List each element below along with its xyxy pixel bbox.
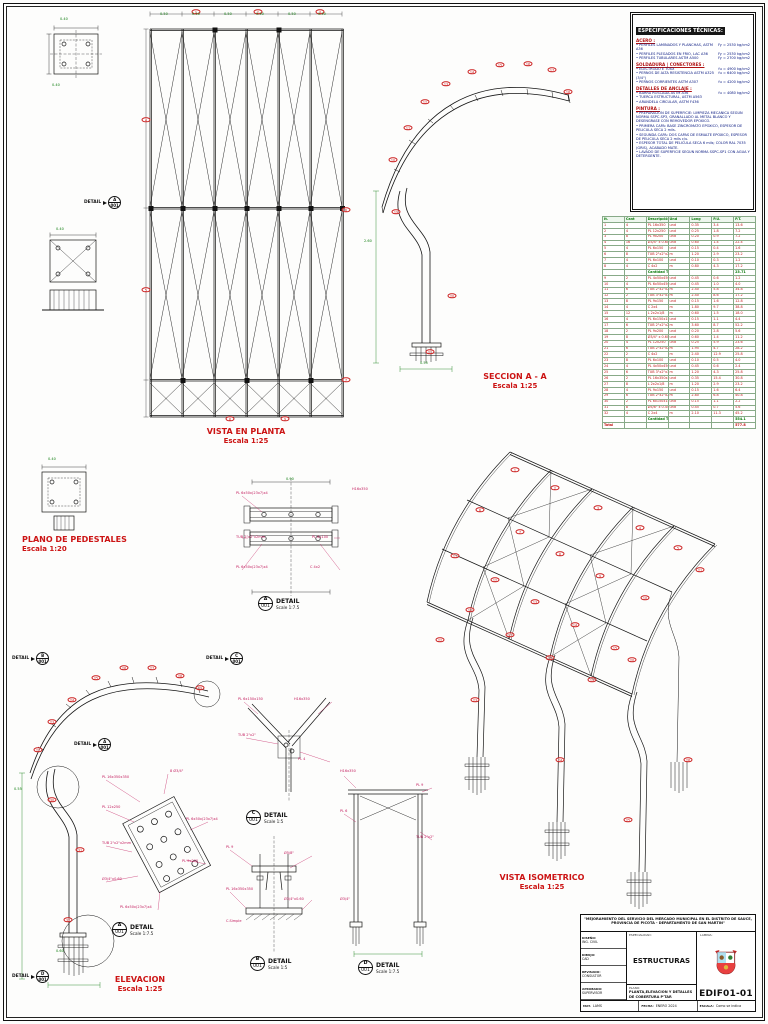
elevation-drawing bbox=[19, 676, 221, 988]
flag-arrow-icon bbox=[30, 974, 35, 979]
title-block: "MEJORAMIENTO DEL SERVICIO DEL MERCADO M… bbox=[580, 914, 756, 1012]
flag-arrow-icon bbox=[30, 656, 35, 661]
pedestal-detail-1 bbox=[46, 25, 102, 78]
coat-of-arms-logo bbox=[715, 950, 737, 975]
project-title: "MEJORAMIENTO DEL SERVICIO DEL MERCADO M… bbox=[581, 915, 755, 932]
sheet-outer-border bbox=[6, 6, 763, 1018]
title-block-footer: MAT.LAMS FECHA:ENERO 2024 ESCALA:Como se… bbox=[581, 1000, 755, 1011]
flag-arrow-icon bbox=[224, 656, 229, 661]
detail-a-drawing bbox=[241, 478, 341, 596]
signature-fields: DISEÑO:ING. CIVIL DIBUJO:CAD REVISADO:CO… bbox=[581, 932, 627, 1000]
sheet-inner-border bbox=[3, 3, 765, 1021]
plan-title: PLANO:PLANTA,ELEVACION Y DETALLES DE COB… bbox=[627, 984, 696, 1000]
detail-b-drawing bbox=[229, 836, 313, 952]
detail-c-drawing bbox=[243, 697, 333, 802]
flag-arrow-icon bbox=[92, 742, 97, 747]
section-a-a-drawing bbox=[373, 87, 571, 372]
specs-title: ESPECIFICACIONES TÉCNICAS: bbox=[636, 27, 725, 35]
flag-arrow-icon bbox=[102, 200, 107, 205]
anchor-plate-detail-drawing bbox=[105, 773, 212, 911]
technical-specs-box: ESPECIFICACIONES TÉCNICAS: ACERO :• PERF… bbox=[630, 12, 756, 212]
detail-d-drawing bbox=[343, 775, 433, 957]
specs-body: ACERO :• PERFILES LAMINADOS Y PLANCHAS, … bbox=[636, 38, 750, 159]
specialty-title: ESTRUCTURAS bbox=[632, 957, 691, 965]
plan-view-drawing bbox=[143, 11, 345, 418]
isometric-view-drawing bbox=[426, 451, 718, 909]
pedestal-detail-2 bbox=[42, 232, 104, 311]
pedestal-detail-3 bbox=[41, 464, 87, 531]
sheet-code: EDIF01-01 bbox=[699, 989, 753, 999]
